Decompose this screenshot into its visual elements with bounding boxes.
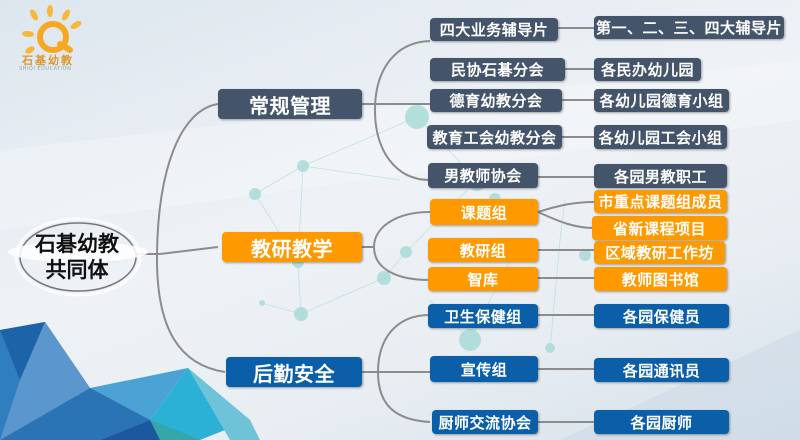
child-moral-education[interactable]: 德育幼教分会 [430,89,562,112]
leaf-union-groups[interactable]: 各幼儿园工会小组 [594,125,727,149]
child-think-tank[interactable]: 智库 [428,267,538,291]
child-health-group[interactable]: 卫生保健组 [428,304,538,328]
child-business-guidance[interactable]: 四大业务辅导片 [430,18,558,41]
leaf-teacher-library[interactable]: 教师图书馆 [594,267,727,291]
child-publicity-group[interactable]: 宣传组 [430,356,538,382]
child-male-teachers[interactable]: 男教师协会 [428,163,538,188]
leaf-regional-workshop[interactable]: 区域教研工作坊 [594,241,725,264]
leaf-male-staff[interactable]: 各园男教职工 [594,164,727,188]
leaf-private-kindergartens[interactable]: 各民办幼儿园 [594,58,701,81]
logo-text: 石基幼教 [22,54,74,67]
leaf-health-staff[interactable]: 各园保健员 [594,304,729,328]
branch-routine-management[interactable]: 常规管理 [218,89,362,119]
child-private-association[interactable]: 民协石碁分会 [430,58,565,81]
leaf-moral-groups[interactable]: 各幼儿园德育小组 [594,89,729,112]
root-line-1: 石碁幼教 [35,232,119,256]
branch-teaching-research[interactable]: 教研教学 [222,232,362,262]
leaf-correspondents[interactable]: 各园通讯员 [594,358,729,382]
child-teaching-group[interactable]: 教研组 [428,238,538,262]
child-chef-association[interactable]: 厨师交流协会 [432,410,538,434]
child-research-group[interactable]: 课题组 [430,199,538,225]
branch-logistics-safety[interactable]: 后勤安全 [226,357,362,387]
root-node[interactable]: 石碁幼教 共同体 [18,222,136,292]
child-education-union[interactable]: 教育工会幼教分会 [427,125,562,149]
logo-subtitle: SHIQI EDUCATION [19,66,72,72]
leaf-provincial-curriculum[interactable]: 省新课程项目 [592,216,727,240]
root-line-2: 共同体 [45,258,109,282]
leaf-chefs[interactable]: 各园厨师 [594,410,729,434]
sun-q-logo-icon [22,5,82,54]
leaf-city-research-members[interactable]: 市重点课题组成员 [594,190,727,213]
leaf-guidance-districts[interactable]: 第一、二、三、四大辅导片 [594,16,784,39]
